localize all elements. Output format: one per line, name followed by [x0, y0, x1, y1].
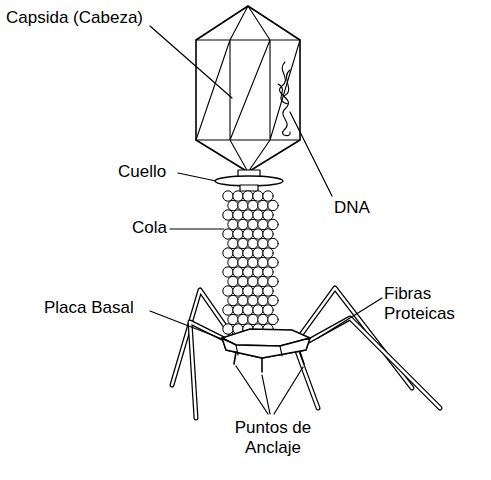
tail-bead: [253, 267, 263, 277]
tail-bead: [233, 191, 243, 201]
tail-bead: [238, 276, 248, 286]
tail-bead: [258, 295, 268, 305]
tail-bead: [223, 210, 233, 220]
tail-bead: [253, 229, 263, 239]
tail-bead: [243, 267, 253, 277]
tail-bead: [228, 295, 238, 305]
tail-bead: [268, 200, 278, 210]
tail-bead: [238, 314, 248, 324]
part-label: Fibras Proteicas: [384, 284, 480, 323]
tail-bead: [263, 286, 273, 296]
part-label: Cuello: [118, 162, 166, 182]
tail-bead: [223, 286, 233, 296]
part-label: Placa Basal: [44, 298, 134, 318]
neck-collar: [215, 170, 283, 191]
tail-bead: [248, 238, 258, 248]
tail-bead: [263, 248, 273, 258]
tail-bead: [263, 191, 273, 201]
tail-bead: [233, 210, 243, 220]
tail-bead: [223, 324, 233, 334]
tail-bead: [243, 286, 253, 296]
tail-bead: [268, 276, 278, 286]
tail-bead: [258, 200, 268, 210]
tail-bead: [263, 210, 273, 220]
tail-bead: [263, 267, 273, 277]
tail-bead: [238, 238, 248, 248]
tail-bead: [253, 210, 263, 220]
dna-strand: [278, 62, 290, 136]
part-label: Cola: [132, 218, 167, 238]
tail-bead: [248, 276, 258, 286]
tail-bead: [248, 219, 258, 229]
tail-bead: [243, 305, 253, 315]
tail-bead: [268, 257, 278, 267]
tail-bead: [258, 238, 268, 248]
tail-bead: [228, 219, 238, 229]
tail-bead: [243, 191, 253, 201]
tail-bead: [253, 305, 263, 315]
tail-bead: [233, 229, 243, 239]
tail-bead: [223, 229, 233, 239]
tail-bead: [253, 191, 263, 201]
tail-bead: [268, 314, 278, 324]
part-label: Capsida (Cabeza): [6, 8, 143, 28]
tail-sheath: [223, 191, 278, 334]
tail-bead: [233, 267, 243, 277]
part-label: Puntos de Anclaje: [218, 418, 328, 457]
tail-bead: [253, 286, 263, 296]
tail-bead: [248, 314, 258, 324]
base-plate: [222, 329, 310, 372]
tail-bead: [223, 305, 233, 315]
tail-bead: [243, 210, 253, 220]
tail-bead: [228, 276, 238, 286]
tail-bead: [233, 248, 243, 258]
tail-bead: [238, 200, 248, 210]
tail-bead: [223, 191, 233, 201]
tail-bead: [228, 257, 238, 267]
tail-bead: [268, 238, 278, 248]
tail-bead: [268, 219, 278, 229]
tail-bead: [258, 257, 268, 267]
tail-bead: [233, 305, 243, 315]
tail-bead: [228, 314, 238, 324]
tail-bead: [223, 248, 233, 258]
tail-bead: [238, 295, 248, 305]
tail-bead: [258, 219, 268, 229]
tail-bead: [268, 295, 278, 305]
leader-lines: [150, 26, 382, 414]
part-label: DNA: [334, 198, 370, 218]
tail-bead: [228, 238, 238, 248]
capsid-head: [196, 6, 300, 172]
tail-bead: [223, 267, 233, 277]
tail-bead: [263, 229, 273, 239]
tail-bead: [248, 257, 258, 267]
tail-bead: [263, 305, 273, 315]
tail-bead: [258, 276, 268, 286]
tail-bead: [253, 248, 263, 258]
tail-bead: [233, 286, 243, 296]
tail-bead: [248, 295, 258, 305]
tail-bead: [228, 200, 238, 210]
tail-bead: [243, 229, 253, 239]
tail-bead: [258, 314, 268, 324]
tail-bead: [238, 257, 248, 267]
tail-bead: [248, 200, 258, 210]
tail-bead: [243, 248, 253, 258]
tail-bead: [238, 219, 248, 229]
